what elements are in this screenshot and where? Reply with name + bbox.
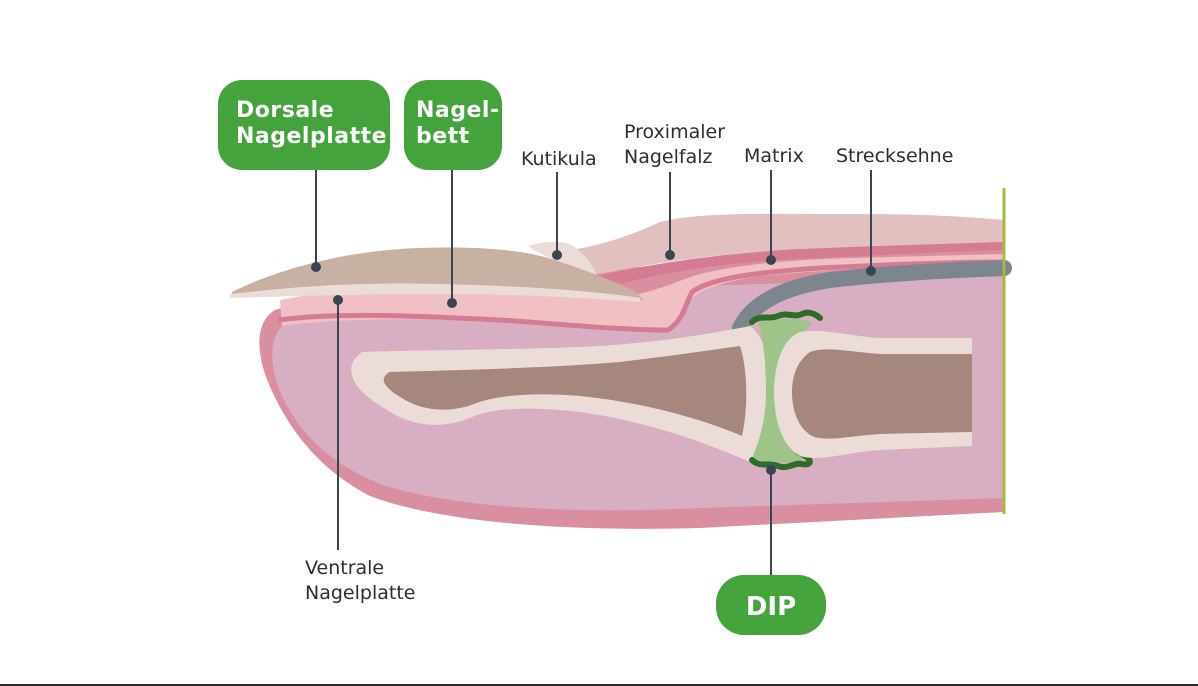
circle-dot-icon bbox=[866, 266, 876, 276]
badge-dip-label: DIP bbox=[746, 592, 796, 622]
badge-nail-bed-line2: bett bbox=[416, 124, 470, 149]
circle-dot-icon bbox=[552, 250, 562, 260]
badge-dorsal-nail-plate: Dorsale Nagelplatte bbox=[218, 80, 390, 170]
circle-dot-icon bbox=[447, 298, 457, 308]
circle-dot-icon bbox=[766, 465, 776, 475]
finger-illustration bbox=[230, 188, 1012, 529]
middle-phalanx-marrow bbox=[792, 349, 972, 439]
badge-dorsal-line2: Nagelplatte bbox=[236, 124, 387, 149]
label-proximal-fold-line1: Proximaler bbox=[624, 121, 725, 143]
joint-capsule-top bbox=[749, 309, 823, 325]
circle-dot-icon bbox=[766, 255, 776, 265]
leader-lines bbox=[311, 170, 876, 576]
badge-nail-bed-line1: Nagel- bbox=[416, 98, 500, 123]
circle-dot-icon bbox=[311, 262, 321, 272]
label-cuticle: Kutikula bbox=[521, 148, 597, 170]
nail-bed bbox=[280, 254, 1004, 331]
distal-phalanx-marrow bbox=[383, 346, 747, 436]
badge-nail-bed: Nagel- bett bbox=[404, 80, 502, 170]
label-matrix: Matrix bbox=[744, 145, 804, 167]
badge-dip: DIP bbox=[716, 575, 826, 635]
label-extensor-tendon: Strecksehne bbox=[836, 145, 953, 167]
matrix-band bbox=[600, 242, 1004, 284]
label-proximal-fold-line2: Nagelfalz bbox=[624, 146, 712, 168]
bottom-border bbox=[0, 684, 1198, 686]
joint-capsule-bottom bbox=[749, 449, 813, 471]
circle-dot-icon bbox=[665, 250, 675, 260]
nail-bed-border bbox=[277, 259, 1005, 333]
circle-dot-icon bbox=[333, 295, 343, 305]
extensor-tendon-shape bbox=[732, 260, 1012, 336]
ventral-nail-plate-shape bbox=[230, 283, 640, 302]
badge-dorsal-line1: Dorsale bbox=[236, 98, 334, 123]
label-ventral-plate-line2: Nagelplatte bbox=[305, 582, 415, 604]
label-ventral-plate-line1: Ventrale bbox=[305, 557, 384, 579]
